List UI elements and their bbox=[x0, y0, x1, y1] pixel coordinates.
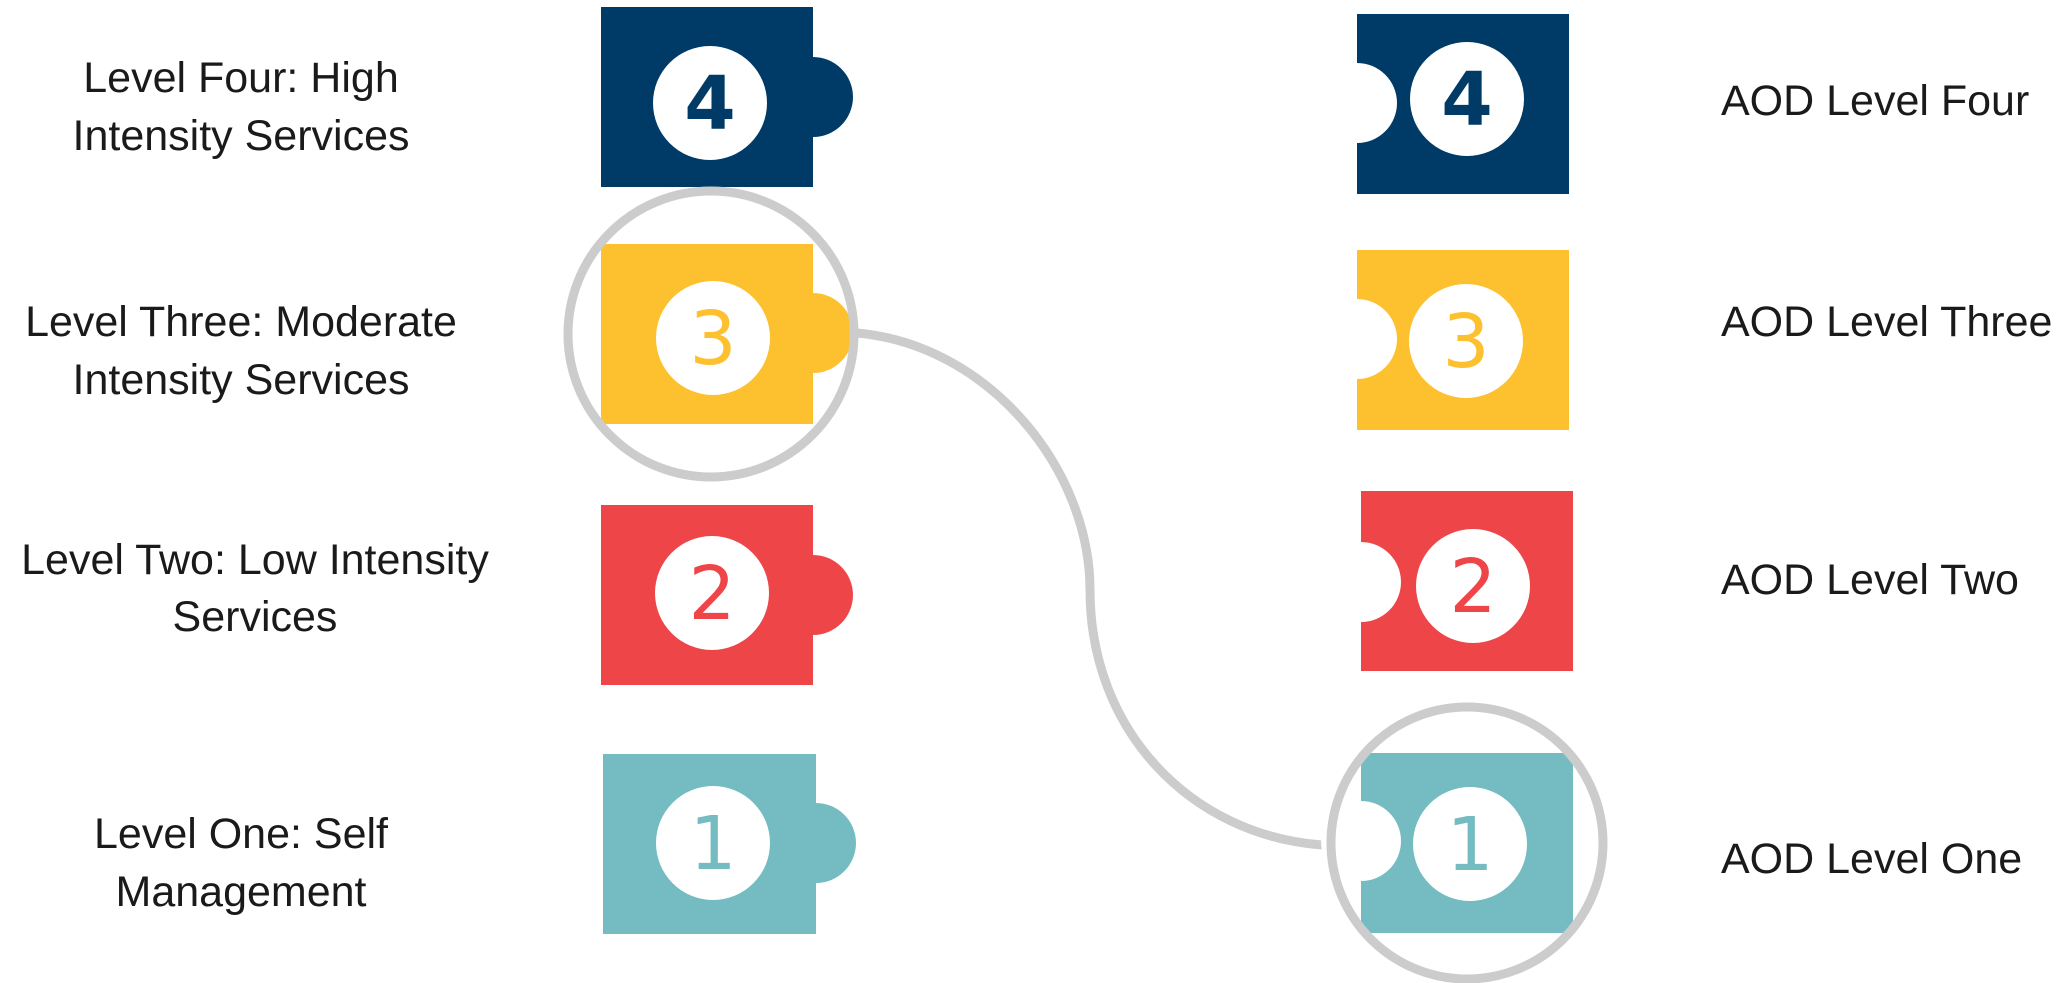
left-label-level-2-line-1: Level Two: Low Intensity bbox=[21, 536, 489, 584]
left-label-level-2-line-2: Services bbox=[173, 593, 338, 641]
highlight-ring-left bbox=[563, 186, 859, 482]
number-circle bbox=[1410, 42, 1524, 156]
left-label-level-3-line-1: Level Three: Moderate bbox=[25, 298, 457, 346]
piece-number: 3 bbox=[1442, 299, 1489, 385]
piece-number: 1 bbox=[1446, 802, 1493, 888]
right-label-level-2: AOD Level Two bbox=[1721, 556, 2019, 604]
number-circle bbox=[656, 786, 770, 900]
right-puzzle-piece-level-1: 1 bbox=[1321, 753, 1573, 933]
number-circle bbox=[1416, 529, 1530, 643]
right-puzzle-piece-level-3: 3 bbox=[1317, 250, 1569, 430]
puzzle-slot bbox=[1317, 299, 1397, 379]
right-puzzle-piece-level-2: 2 bbox=[1321, 491, 1573, 671]
left-label-level-4: Level Four: High Intensity Services bbox=[73, 54, 410, 160]
left-puzzle-piece-level-3: 3 bbox=[601, 244, 853, 424]
left-label-level-3-line-2: Intensity Services bbox=[73, 356, 410, 404]
left-label-level-3: Level Three: Moderate Intensity Services bbox=[25, 298, 457, 404]
piece-number: 1 bbox=[689, 801, 736, 887]
left-label-level-1-line-1: Level One: Self bbox=[94, 810, 389, 858]
right-puzzle-piece-level-4: 4 bbox=[1317, 14, 1569, 194]
left-puzzle-piece-level-1: 1 bbox=[603, 754, 856, 934]
puzzle-tab bbox=[776, 803, 856, 883]
left-puzzle-piece-level-4: 4 bbox=[601, 7, 853, 187]
right-label-level-1: AOD Level One bbox=[1721, 835, 2022, 883]
puzzle-tab bbox=[773, 57, 853, 137]
highlight-ring-right bbox=[1326, 702, 1608, 983]
number-circle bbox=[653, 46, 767, 160]
puzzle-slot bbox=[1321, 542, 1401, 622]
number-circle bbox=[1409, 284, 1523, 398]
piece-number: 4 bbox=[1441, 57, 1493, 143]
number-circle bbox=[1413, 787, 1527, 901]
right-label-level-3: AOD Level Three bbox=[1721, 298, 2052, 346]
number-circle bbox=[656, 281, 770, 395]
puzzle-tab bbox=[773, 555, 853, 635]
piece-number: 2 bbox=[1449, 544, 1496, 630]
piece-number: 2 bbox=[688, 551, 735, 637]
left-label-level-1: Level One: Self Management bbox=[94, 810, 389, 916]
puzzle-slot bbox=[1321, 801, 1401, 881]
connector-line bbox=[856, 328, 1323, 850]
puzzle-slot bbox=[1317, 63, 1397, 143]
right-label-level-4: AOD Level Four bbox=[1721, 77, 2029, 125]
left-label-level-4-line-2: Intensity Services bbox=[73, 112, 410, 160]
left-label-level-1-line-2: Management bbox=[116, 868, 367, 916]
number-circle bbox=[655, 536, 769, 650]
left-label-level-2: Level Two: Low Intensity Services bbox=[21, 536, 489, 641]
left-puzzle-piece-level-2: 2 bbox=[601, 505, 853, 685]
left-label-level-4-line-1: Level Four: High bbox=[83, 54, 399, 102]
piece-number: 3 bbox=[689, 296, 736, 382]
piece-number: 4 bbox=[684, 61, 736, 147]
puzzle-tab bbox=[773, 293, 853, 373]
